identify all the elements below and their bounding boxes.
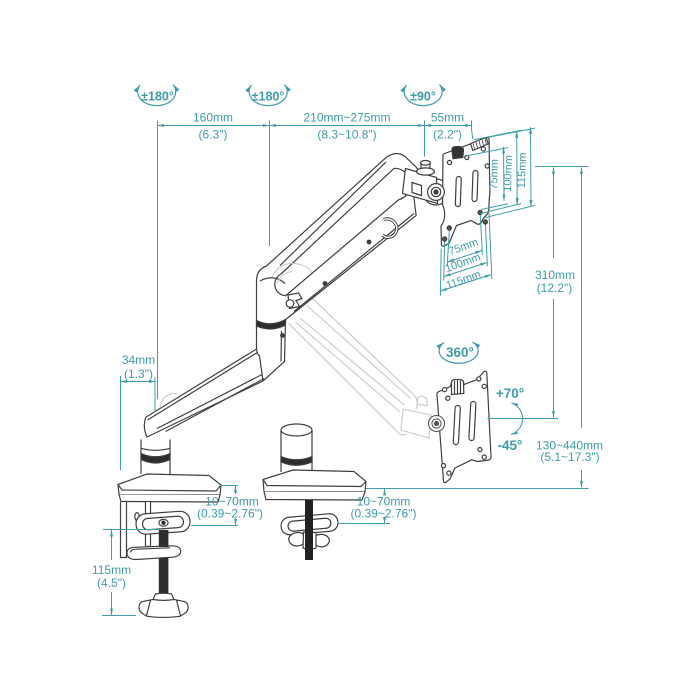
svg-text:10~70mm: 10~70mm	[205, 495, 259, 509]
svg-text:100mm: 100mm	[502, 155, 515, 192]
svg-text:(0.39~2.76"): (0.39~2.76")	[351, 507, 417, 521]
svg-text:(0.39~2.76"): (0.39~2.76")	[197, 507, 263, 521]
svg-text:±180°: ±180°	[141, 90, 174, 104]
svg-text:±90°: ±90°	[410, 90, 436, 104]
svg-text:(5.1~17.3"): (5.1~17.3")	[540, 450, 599, 464]
svg-text:75mm: 75mm	[488, 159, 501, 190]
svg-text:210mm~275mm: 210mm~275mm	[303, 111, 390, 125]
svg-text:-45°: -45°	[498, 438, 523, 453]
svg-text:115mm: 115mm	[92, 563, 131, 577]
svg-text:(1.3"): (1.3")	[124, 367, 153, 381]
svg-text:(8.3~10.8"): (8.3~10.8")	[317, 128, 376, 142]
svg-text:34mm: 34mm	[122, 353, 155, 367]
svg-text:160mm: 160mm	[193, 111, 233, 125]
svg-text:+70°: +70°	[496, 386, 524, 401]
svg-text:(2.2"): (2.2")	[433, 128, 462, 142]
svg-text:115mm: 115mm	[516, 152, 529, 188]
svg-text:(4.5"): (4.5")	[97, 576, 126, 590]
svg-text:(12.2"): (12.2")	[537, 281, 573, 295]
svg-text:360°: 360°	[446, 345, 474, 360]
svg-text:310mm: 310mm	[535, 268, 575, 282]
svg-text:130~440mm: 130~440mm	[536, 439, 603, 453]
svg-text:(6.3"): (6.3")	[199, 128, 228, 142]
svg-text:±180°: ±180°	[252, 90, 285, 104]
svg-text:55mm: 55mm	[431, 111, 464, 125]
svg-text:10~70mm: 10~70mm	[357, 495, 411, 509]
